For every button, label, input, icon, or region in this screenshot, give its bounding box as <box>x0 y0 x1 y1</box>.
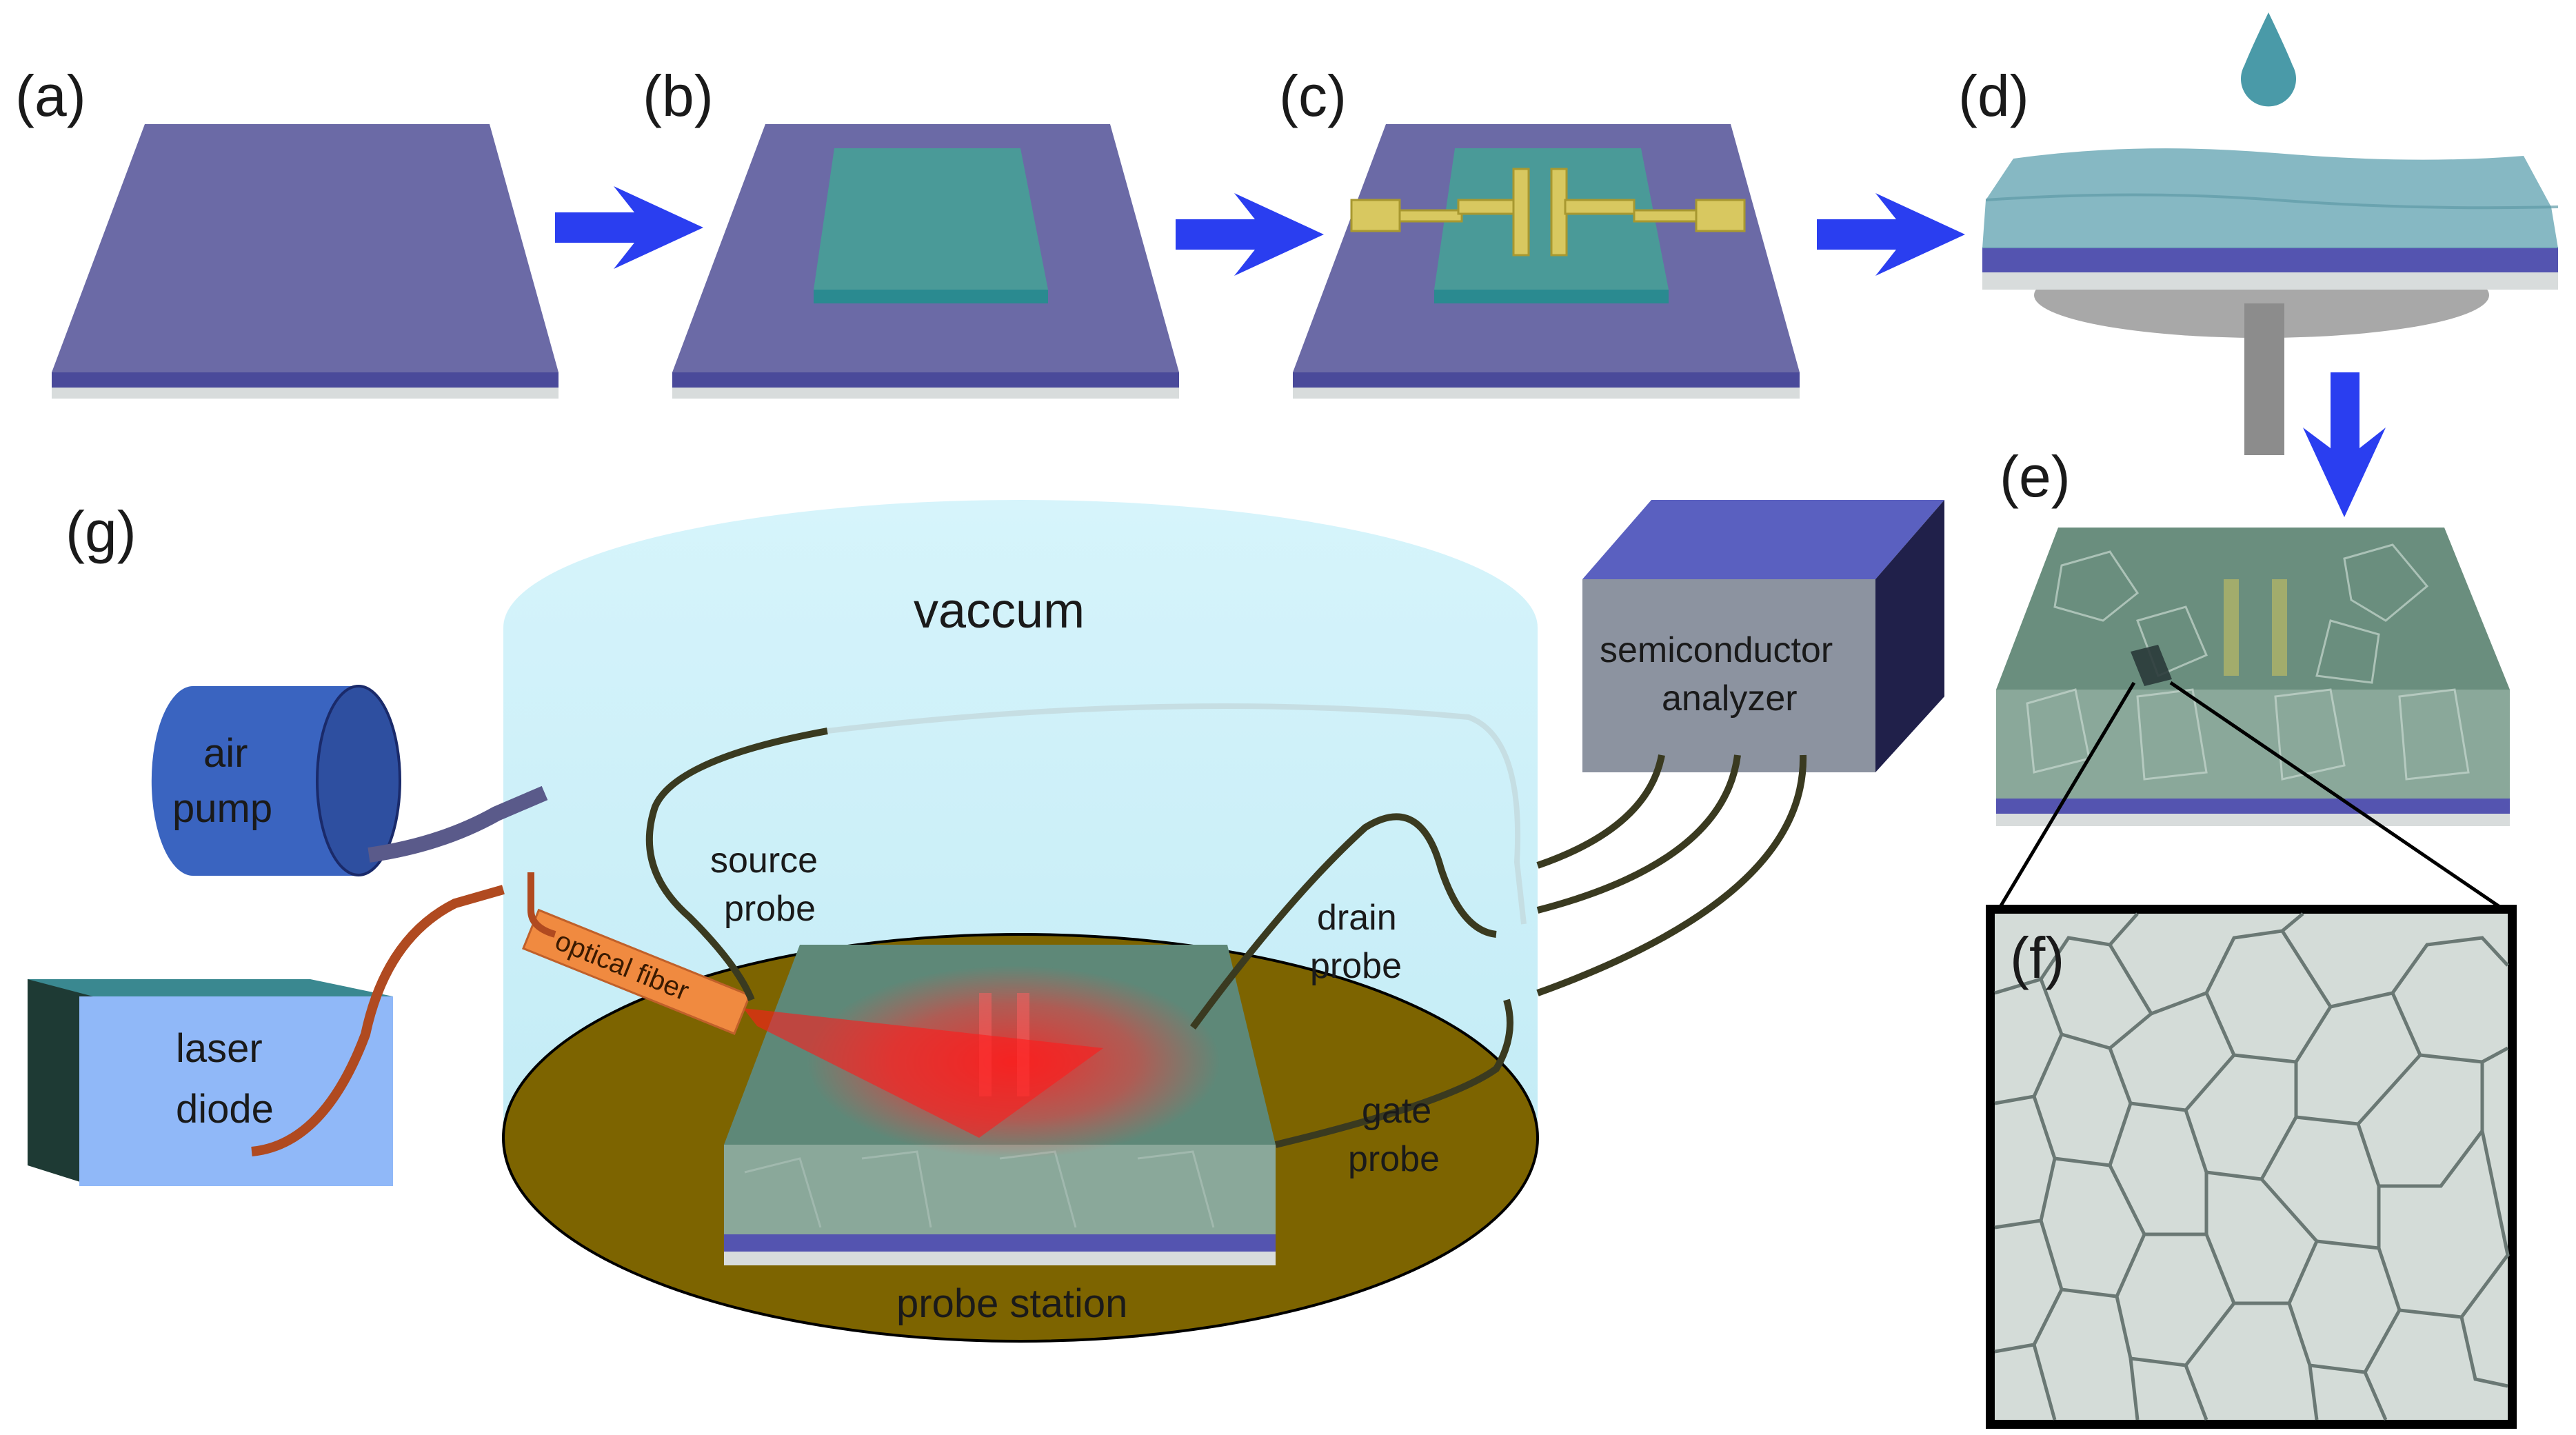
laser-diode-label-line1: laser <box>176 1026 263 1071</box>
drain-probe-label-line1: drain <box>1317 898 1397 938</box>
arrow-a-to-b <box>555 186 703 269</box>
substrate-side <box>1293 372 1800 388</box>
probe-station-label: probe station <box>896 1281 1127 1326</box>
fiber-body <box>522 908 752 1035</box>
device-substrate <box>724 1234 1276 1252</box>
panel-label-a: (a) <box>15 63 86 128</box>
laser-beam <box>743 1008 1103 1138</box>
film-side <box>1996 690 2510 799</box>
substrate-side <box>672 372 1179 388</box>
gate-probe-label-line2: probe <box>1348 1139 1440 1179</box>
step-e-crystallized-film <box>1994 528 2511 916</box>
analyzer-label-line1: semiconductor <box>1600 630 1833 670</box>
fiber-cable-inside <box>527 872 556 938</box>
gate-probe-label-line1: gate <box>1362 1091 1431 1131</box>
device-side <box>724 1145 1276 1234</box>
substrate-base <box>672 388 1179 399</box>
panel-label-b: (b) <box>643 63 714 128</box>
micrograph-image <box>1995 914 2508 1420</box>
panel-label-c: (c) <box>1279 63 1347 128</box>
electrodes <box>1350 168 1746 257</box>
step-d-spin-coating <box>1982 12 2559 455</box>
droplet <box>2240 12 2297 107</box>
air-pump-label-line2: pump <box>172 786 272 831</box>
coated-substrate-base <box>1982 272 2558 290</box>
analyzer-label-line2: analyzer <box>1662 679 1798 719</box>
pump-body <box>151 686 359 876</box>
film-side <box>1434 290 1669 303</box>
laser-diode-label-line2: diode <box>176 1087 274 1132</box>
panel-label-e: (e) <box>2000 444 2071 509</box>
grain-boundaries <box>1994 912 2510 1421</box>
analyzer-front <box>1582 579 1875 772</box>
semiconductor-analyzer <box>1582 500 1944 772</box>
step-a-substrate <box>52 124 559 399</box>
panel-label-f: (f) <box>2010 925 2064 990</box>
laser-fiber-cable <box>251 885 505 1156</box>
substrate-top <box>52 124 559 372</box>
arrow-b-to-c <box>1176 193 1324 276</box>
substrate-base <box>1996 814 2510 826</box>
panel-label-d: (d) <box>1958 63 2029 128</box>
step-c-electrodes <box>1293 124 1800 399</box>
laser-top <box>28 979 393 996</box>
spin-shaft <box>2244 303 2284 455</box>
drain-probe-label-line2: probe <box>1310 946 1402 986</box>
source-probe-wire-hidden <box>827 703 1527 925</box>
film-side <box>814 290 1048 303</box>
film-top <box>814 148 1048 290</box>
drain-probe-wire <box>1189 813 1497 1030</box>
analyzer-cable-source <box>1536 754 1665 869</box>
panel-label-g: (g) <box>66 499 137 564</box>
step-f-grain-micrograph <box>1986 905 2517 1429</box>
pump-hose <box>368 785 548 863</box>
air-pump-label-line1: air <box>203 731 248 776</box>
air-pump <box>151 685 401 876</box>
source-probe-label-line2: probe <box>724 889 816 929</box>
film-top <box>1996 528 2510 690</box>
substrate-side <box>1996 799 2510 814</box>
substrate-base <box>1293 388 1800 399</box>
analyzer-cable-gate <box>1536 754 1807 996</box>
substrate-side <box>52 372 559 388</box>
device-base <box>724 1252 1276 1265</box>
source-probe-wire <box>645 727 828 1001</box>
substrate-base <box>52 388 559 399</box>
step-b-substrate-with-film <box>672 124 1179 399</box>
source-probe-label-line1: source <box>710 841 818 881</box>
vacuum-label: vaccum <box>914 583 1085 639</box>
coated-substrate-side <box>1982 247 2558 272</box>
arrow-d-to-e <box>2303 372 2386 517</box>
zoom-region <box>2131 645 2172 686</box>
analyzer-top <box>1582 500 1944 579</box>
analyzer-side <box>1875 500 1944 772</box>
arrow-c-to-d <box>1817 193 1965 276</box>
pump-end <box>316 685 401 876</box>
gate-probe-wire <box>1274 999 1513 1148</box>
analyzer-cable-drain <box>1536 754 1741 914</box>
